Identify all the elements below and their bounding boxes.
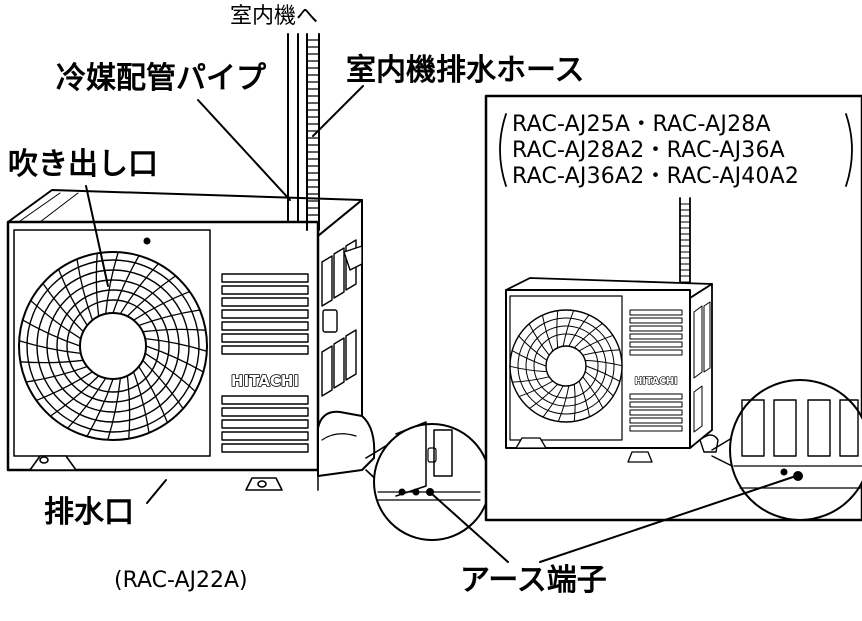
inset-model-line-3: RAC-AJ36A2・RAC-AJ40A2 — [512, 164, 800, 189]
unit-feet — [29, 455, 319, 491]
fan-spoke — [582, 376, 604, 409]
fan-spoke — [107, 377, 121, 441]
fan-spoke — [138, 309, 201, 327]
fan-spoke — [19, 359, 84, 364]
brand-logo: HITACHI — [231, 372, 299, 390]
refrigerant-pipe — [287, 33, 299, 223]
fan-spoke — [126, 275, 177, 317]
fan-spoke — [25, 365, 88, 383]
fan-spoke — [528, 323, 550, 356]
fan-spoke — [105, 251, 119, 315]
drain-port-label: 排水口 — [44, 495, 134, 530]
fan-spoke — [76, 258, 94, 321]
fan-spoke — [573, 322, 603, 349]
fan-spoke — [35, 371, 94, 402]
to-indoor-label: 室内機へ — [230, 4, 319, 29]
fan-spoke — [511, 376, 550, 383]
inset-model-line-2: RAC-AJ28A2・RAC-AJ36A — [512, 138, 785, 163]
fan-spoke — [562, 310, 575, 347]
fan-spoke — [132, 290, 191, 321]
main-model-label: (RAC-AJ22A) — [114, 568, 248, 593]
fan-spoke — [578, 334, 614, 352]
fan-spoke — [132, 371, 150, 434]
fan-spoke — [584, 371, 614, 397]
inset-left-paren — [499, 113, 507, 187]
fan-spoke — [556, 310, 559, 349]
fan-spoke — [126, 375, 131, 440]
fan-spoke — [112, 255, 140, 314]
fan-spoke — [18, 340, 82, 354]
fan-spoke — [568, 314, 590, 347]
fan-spoke — [529, 383, 559, 410]
magnifier-callout — [365, 421, 491, 541]
earth-terminal-label: アース端子 — [460, 563, 607, 598]
drain-hose-label: 室内機排水ホース — [346, 53, 585, 88]
inset-fan-grille — [509, 309, 623, 423]
front-louvres — [221, 273, 309, 453]
fan-spoke — [518, 335, 548, 361]
fan-spoke — [573, 383, 576, 422]
fan-spoke — [542, 385, 564, 418]
fan-spoke — [582, 349, 621, 356]
fan-spoke — [511, 350, 547, 367]
side-vents — [321, 239, 363, 397]
refrigerant-pipe-label: 冷媒配管パイプ — [56, 61, 266, 96]
fan-spoke — [585, 365, 621, 382]
fan-spoke — [119, 263, 160, 315]
fan-spoke — [578, 380, 591, 418]
fan-spoke — [144, 338, 208, 352]
inset-model-line-1: RAC-AJ25A・RAC-AJ28A — [512, 112, 771, 137]
fan-spoke — [86, 378, 114, 437]
fan-spoke — [57, 268, 88, 327]
fan-spoke — [30, 299, 82, 340]
fan-spoke — [557, 385, 570, 422]
fan-spoke — [49, 375, 100, 417]
fan-grille — [18, 251, 208, 441]
fan-spoke — [541, 314, 554, 352]
fan-spoke — [144, 352, 196, 393]
fan-spoke — [138, 365, 169, 424]
fan-spoke — [518, 380, 554, 398]
fan-spoke — [142, 359, 184, 410]
fan-spoke — [22, 319, 81, 347]
inset-magnifier-callout — [711, 379, 862, 521]
inset-right-paren — [845, 113, 853, 187]
fan-spoke — [145, 345, 204, 373]
fan-spoke — [584, 359, 623, 367]
fan-spoke — [95, 252, 100, 317]
fan-spoke — [42, 282, 84, 333]
air-outlet-label: 吹き出し口 — [8, 147, 158, 182]
fan-spoke — [142, 328, 207, 333]
inset-brand-logo: HITACHI — [634, 376, 677, 387]
pipe-cover — [317, 410, 376, 477]
leader-lines — [85, 85, 797, 563]
fan-spoke — [66, 377, 107, 429]
drain-hose — [306, 33, 320, 231]
fan-spoke — [509, 365, 548, 373]
